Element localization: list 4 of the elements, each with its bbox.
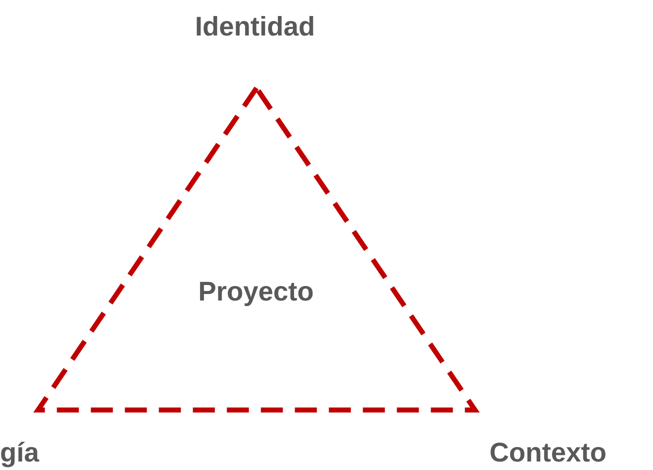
vertex-label: Identidad — [195, 14, 315, 40]
vertex-label: gía — [0, 440, 40, 466]
center-label: Proyecto — [198, 278, 314, 306]
vertex-label: Contexto — [490, 440, 606, 466]
